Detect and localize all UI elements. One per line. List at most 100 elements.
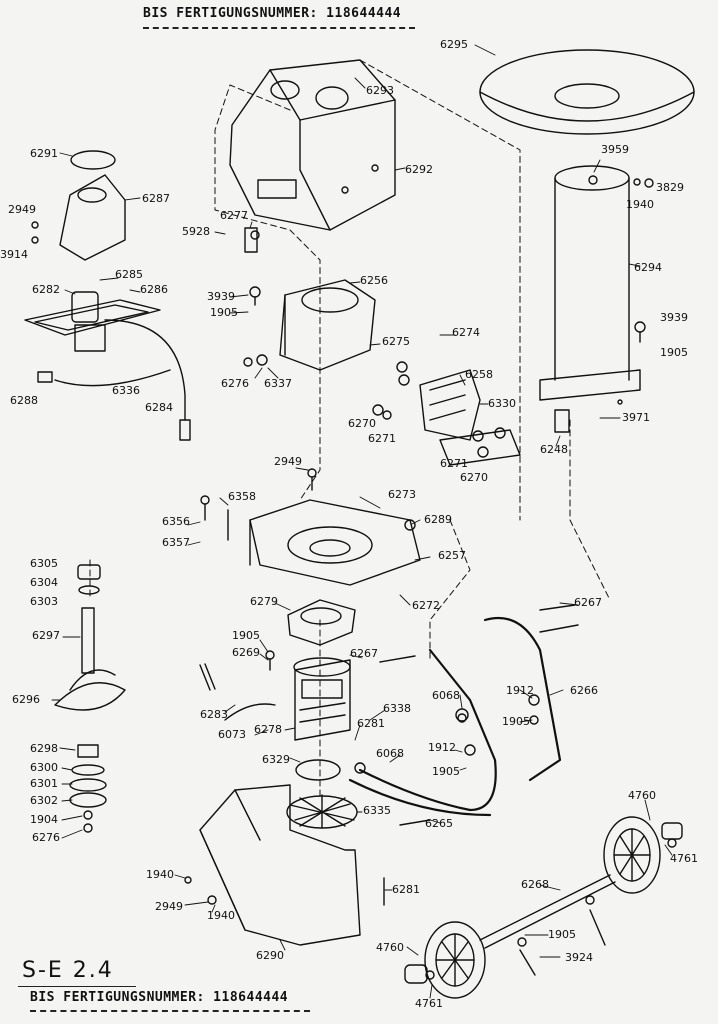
disc-6295 bbox=[479, 49, 695, 135]
part-label-6256: 6256 bbox=[360, 274, 388, 287]
lower-housing-6257 bbox=[249, 499, 421, 586]
part-label-4760-right: 4760 bbox=[628, 789, 656, 802]
part-label-6356: 6356 bbox=[162, 515, 190, 528]
part-label-6286: 6286 bbox=[140, 283, 168, 296]
part-label-6288: 6288 bbox=[10, 394, 38, 407]
part-label-6268: 6268 bbox=[521, 878, 549, 891]
footer-underline bbox=[30, 1010, 310, 1012]
part-label-6274: 6274 bbox=[452, 326, 480, 339]
part-label-6329: 6329 bbox=[262, 753, 290, 766]
part-label-1912-upper: 1912 bbox=[506, 684, 534, 697]
cutter-6258 bbox=[419, 369, 521, 466]
bearing-housing-6256 bbox=[279, 279, 376, 371]
part-label-6305: 6305 bbox=[30, 557, 58, 570]
part-label-3939-left: 3939 bbox=[207, 290, 235, 303]
frame-handle-6266 bbox=[348, 616, 562, 817]
part-label-1912-lower: 1912 bbox=[428, 741, 456, 754]
part-label-6297: 6297 bbox=[32, 629, 60, 642]
part-label-6270-upper: 6270 bbox=[348, 417, 376, 430]
part-label-6294: 6294 bbox=[634, 261, 662, 274]
part-label-6266: 6266 bbox=[570, 684, 598, 697]
part-label-6068-lower: 6068 bbox=[376, 747, 404, 760]
part-label-3939-right: 3939 bbox=[660, 311, 688, 324]
part-label-5928: 5928 bbox=[182, 225, 210, 238]
part-label-6257: 6257 bbox=[438, 549, 466, 562]
part-label-6267-right: 6267 bbox=[574, 596, 602, 609]
part-label-1905-left: 1905 bbox=[210, 306, 238, 319]
wheel-left-4760 bbox=[404, 921, 486, 999]
part-label-6330: 6330 bbox=[488, 397, 516, 410]
part-label-6291: 6291 bbox=[30, 147, 58, 160]
part-label-6285: 6285 bbox=[115, 268, 143, 281]
part-label-6301: 6301 bbox=[30, 777, 58, 790]
cable-6336 bbox=[54, 369, 171, 387]
plug-6288 bbox=[37, 371, 53, 383]
part-label-6276-top: 6276 bbox=[221, 377, 249, 390]
part-label-6358: 6358 bbox=[228, 490, 256, 503]
part-label-6282: 6282 bbox=[32, 283, 60, 296]
footer-serial: BIS FERTIGUNGSNUMMER: 118644444 bbox=[30, 990, 289, 1005]
motor-6278 bbox=[293, 657, 351, 741]
hopper-6290 bbox=[199, 784, 361, 946]
part-label-3971: 3971 bbox=[622, 411, 650, 424]
ring-6291 bbox=[70, 150, 116, 170]
part-label-6068-upper: 6068 bbox=[432, 689, 460, 702]
page-code-underline bbox=[18, 986, 136, 987]
axle-6268 bbox=[479, 874, 616, 949]
part-label-6335: 6335 bbox=[363, 804, 391, 817]
header-underline-top bbox=[143, 27, 415, 29]
switch-assembly-6282 bbox=[24, 291, 191, 441]
flange-6279 bbox=[287, 599, 356, 646]
part-label-6304: 6304 bbox=[30, 576, 58, 589]
part-label-1905-lower: 1905 bbox=[432, 765, 460, 778]
part-label-6265: 6265 bbox=[425, 817, 453, 830]
bolts-and-washers bbox=[31, 178, 677, 980]
part-label-6281-upper: 6281 bbox=[357, 717, 385, 730]
part-label-6284: 6284 bbox=[145, 401, 173, 414]
part-label-1905-motor: 1905 bbox=[232, 629, 260, 642]
part-label-2949-mid: 2949 bbox=[274, 455, 302, 468]
part-label-6295: 6295 bbox=[440, 38, 468, 51]
part-label-4761-left: 4761 bbox=[415, 997, 443, 1010]
part-label-6292: 6292 bbox=[405, 163, 433, 176]
part-label-6357: 6357 bbox=[162, 536, 190, 549]
part-label-6276-bottom: 6276 bbox=[32, 831, 60, 844]
bushing-6305 bbox=[77, 564, 101, 595]
part-label-3924: 3924 bbox=[565, 951, 593, 964]
part-label-6278: 6278 bbox=[254, 723, 282, 736]
part-label-1905-right: 1905 bbox=[660, 346, 688, 359]
part-label-6275: 6275 bbox=[382, 335, 410, 348]
part-label-1940-bottom: 1940 bbox=[207, 909, 235, 922]
part-label-6073: 6073 bbox=[218, 728, 246, 741]
fan-6335 bbox=[286, 794, 358, 829]
part-label-6338: 6338 bbox=[383, 702, 411, 715]
part-label-6270-lower: 6270 bbox=[460, 471, 488, 484]
tube-6294 bbox=[539, 165, 641, 401]
leader-lines bbox=[51, 44, 673, 999]
bracket-6287 bbox=[59, 174, 126, 261]
housing-6292 bbox=[229, 59, 396, 231]
washer-stack-6298-6302 bbox=[69, 744, 107, 808]
part-label-1905-handle: 1905 bbox=[502, 715, 530, 728]
part-label-6303: 6303 bbox=[30, 595, 58, 608]
part-label-6302: 6302 bbox=[30, 794, 58, 807]
part-label-6289: 6289 bbox=[424, 513, 452, 526]
part-label-6271-lower: 6271 bbox=[440, 457, 468, 470]
part-label-6269: 6269 bbox=[232, 646, 260, 659]
part-label-6300: 6300 bbox=[30, 761, 58, 774]
part-label-3829: 3829 bbox=[656, 181, 684, 194]
part-label-6336: 6336 bbox=[112, 384, 140, 397]
part-label-1940-tube: 1940 bbox=[626, 198, 654, 211]
part-label-2949-top: 2949 bbox=[8, 203, 36, 216]
part-label-6273: 6273 bbox=[388, 488, 416, 501]
part-label-1904: 1904 bbox=[30, 813, 58, 826]
part-label-6258: 6258 bbox=[465, 368, 493, 381]
part-label-4760-left: 4760 bbox=[376, 941, 404, 954]
part-label-6298: 6298 bbox=[30, 742, 58, 755]
part-label-6290: 6290 bbox=[256, 949, 284, 962]
part-label-6277: 6277 bbox=[220, 209, 248, 222]
auger-6296 bbox=[54, 607, 126, 711]
part-label-3959: 3959 bbox=[601, 143, 629, 156]
part-label-6272: 6272 bbox=[412, 599, 440, 612]
